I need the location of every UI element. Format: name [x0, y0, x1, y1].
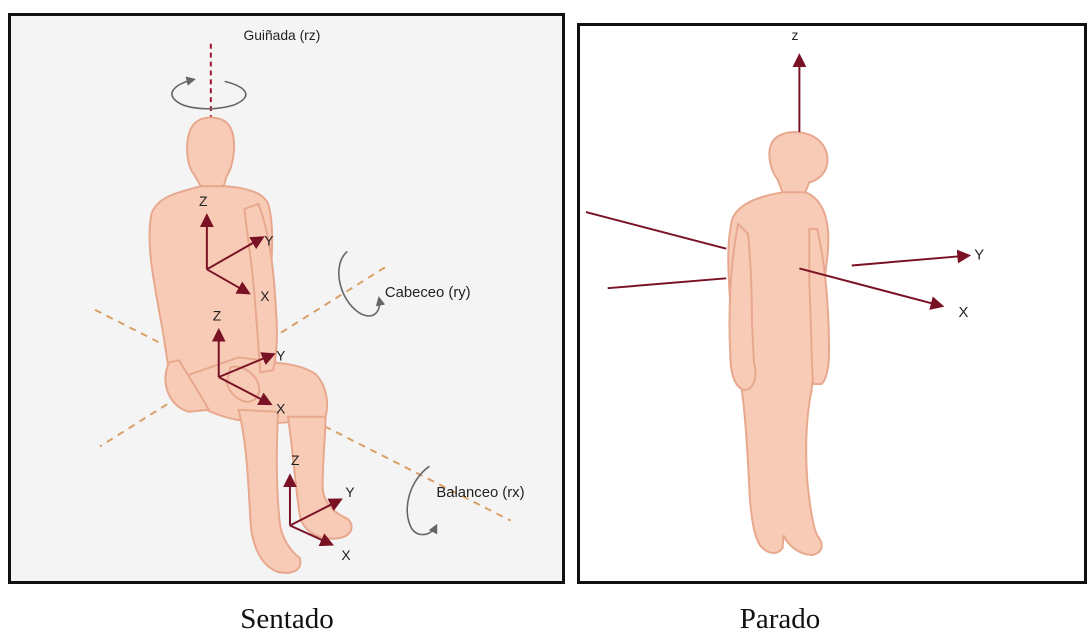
seat-x-label: X: [276, 401, 285, 417]
z-axis-label: z: [791, 27, 798, 43]
seated-caption: Sentado: [137, 603, 437, 636]
standing-diagram-panel: z Y X: [577, 23, 1087, 584]
pitch-label: Cabeceo (ry): [385, 285, 471, 301]
seated-diagram: Guiñada (rz) Cabeceo (ry) Balanceo (rx) …: [11, 16, 562, 581]
roll-label: Balanceo (rx): [436, 485, 524, 501]
feet-y-label: Y: [345, 484, 354, 500]
torso-y-label: Y: [264, 233, 273, 249]
seated-diagram-panel: Guiñada (rz) Cabeceo (ry) Balanceo (rx) …: [8, 13, 565, 584]
yaw-rotation-arrow: [172, 79, 246, 108]
seated-body: [150, 118, 352, 573]
feet-x-label: X: [341, 547, 350, 563]
standing-diagram: z Y X: [580, 26, 1084, 581]
standing-caption: Parado: [630, 603, 930, 636]
yaw-label: Guiñada (rz): [243, 27, 320, 43]
standing-body: [728, 132, 829, 555]
seat-z-label: Z: [213, 308, 222, 324]
torso-z-label: Z: [199, 193, 208, 209]
rear-axis-line-lower: [608, 278, 727, 288]
x-axis-label: X: [958, 305, 968, 321]
seat-y-label: Y: [276, 347, 285, 363]
rear-axis-line-upper: [586, 212, 726, 249]
y-axis-label: Y: [974, 248, 984, 264]
feet-z-label: Z: [291, 452, 300, 468]
torso-x-label: X: [260, 288, 269, 304]
